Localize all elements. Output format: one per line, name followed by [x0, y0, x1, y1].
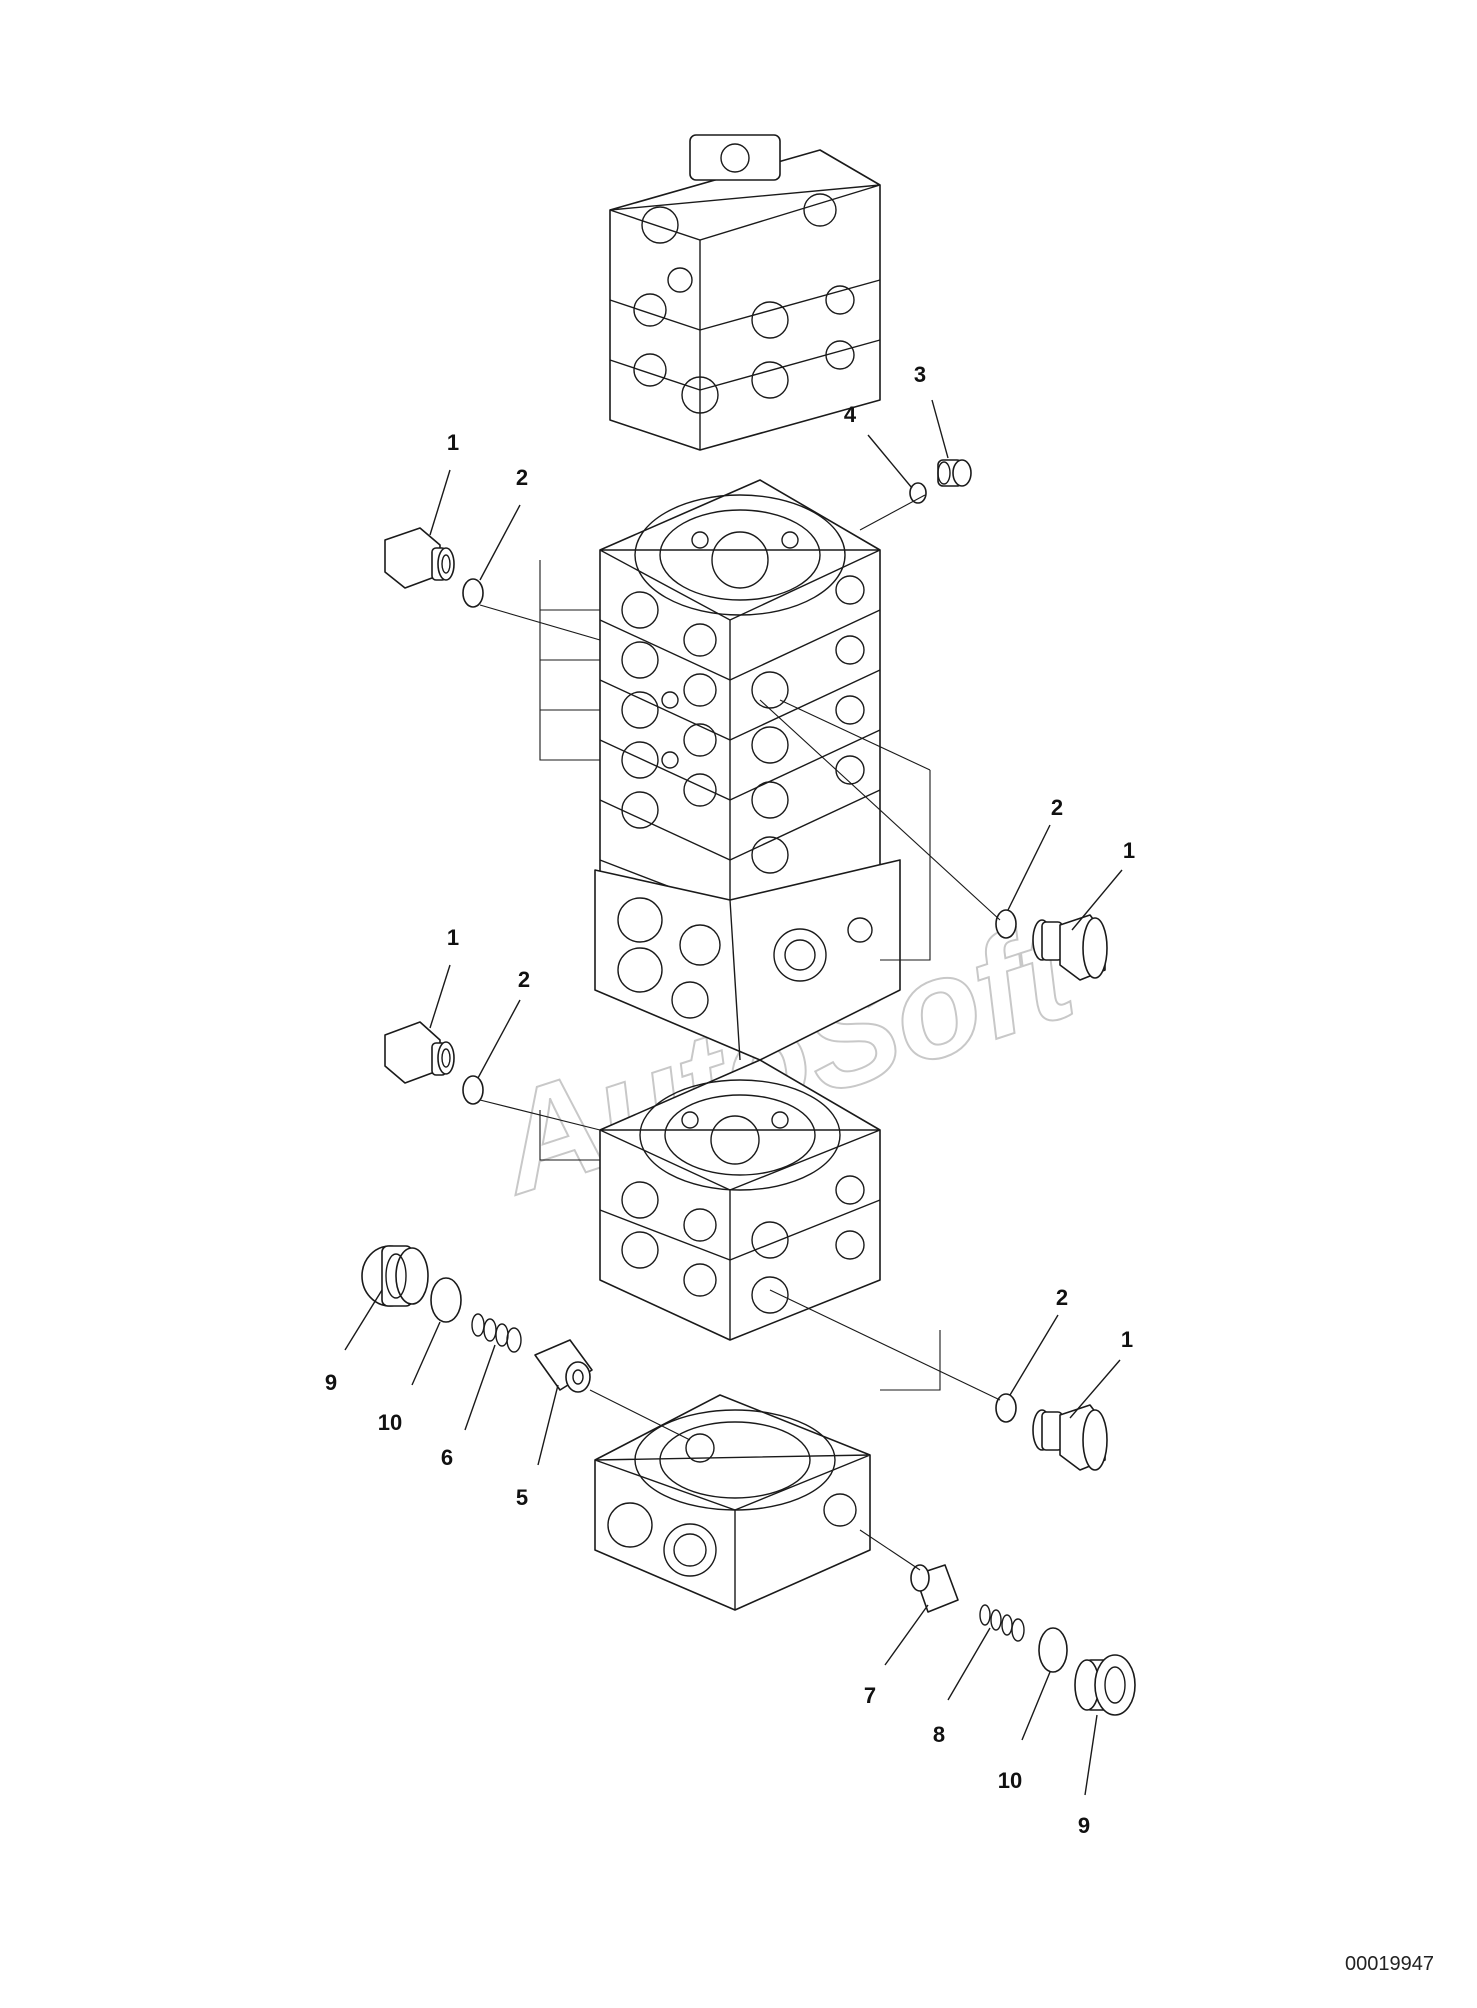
callout-9-left: 9	[325, 1370, 337, 1395]
piston-part-7	[910, 1564, 959, 1613]
o-ring-part-4	[909, 482, 927, 504]
o-ring-part-10-right	[1038, 1627, 1068, 1673]
valve-bottom-block	[594, 1394, 871, 1611]
plug-part-9-right	[1074, 1654, 1136, 1716]
callout-7: 7	[864, 1683, 876, 1708]
callout-1-lower-right: 1	[1121, 1327, 1133, 1352]
o-ring-part-2-mid-right	[995, 909, 1017, 939]
assembly-lines	[479, 494, 1001, 1571]
callout-2-mid-right: 2	[1051, 795, 1063, 820]
callout-1-mid-right: 1	[1123, 838, 1135, 863]
callout-9-right: 9	[1078, 1813, 1090, 1838]
spring-part-6	[471, 1313, 522, 1353]
callout-2-lower-right: 2	[1056, 1285, 1068, 1310]
callout-numbers: 1 2 3 4 2 1 1 2 2 1 9 10 6 5 7 8 10 9	[325, 362, 1135, 1838]
callout-2-middle-left: 2	[518, 967, 530, 992]
spring-part-8	[979, 1604, 1025, 1642]
valve-main-stack	[594, 479, 901, 1061]
callout-10-left: 10	[378, 1410, 402, 1435]
callout-4: 4	[844, 402, 857, 427]
piston-part-5	[534, 1339, 593, 1393]
plug-part-1-middle-left	[384, 1021, 455, 1084]
callout-8: 8	[933, 1722, 945, 1747]
o-ring-part-2-upper-left	[462, 578, 484, 608]
plug-part-1-upper-left	[384, 527, 455, 589]
callout-6: 6	[441, 1445, 453, 1470]
callout-10-right: 10	[998, 1768, 1022, 1793]
callout-2-upper-left: 2	[516, 465, 528, 490]
callout-3: 3	[914, 362, 926, 387]
o-ring-part-10-left	[430, 1277, 462, 1323]
document-id: 00019947	[1345, 1953, 1434, 1975]
callout-leaders	[344, 399, 1123, 1796]
callout-1-upper-left: 1	[447, 430, 459, 455]
callout-1-middle-left: 1	[447, 925, 459, 950]
o-ring-part-2-lower-right	[995, 1393, 1017, 1423]
plug-part-1-lower-right	[1032, 1404, 1108, 1471]
valve-cover-block	[609, 134, 881, 451]
callout-5: 5	[516, 1485, 528, 1510]
plug-part-1-mid-right	[1032, 914, 1108, 981]
valve-middle-block	[599, 1059, 881, 1341]
o-ring-part-2-middle-left	[462, 1075, 484, 1105]
plug-part-3	[937, 459, 972, 487]
plug-part-9-left	[361, 1245, 429, 1307]
